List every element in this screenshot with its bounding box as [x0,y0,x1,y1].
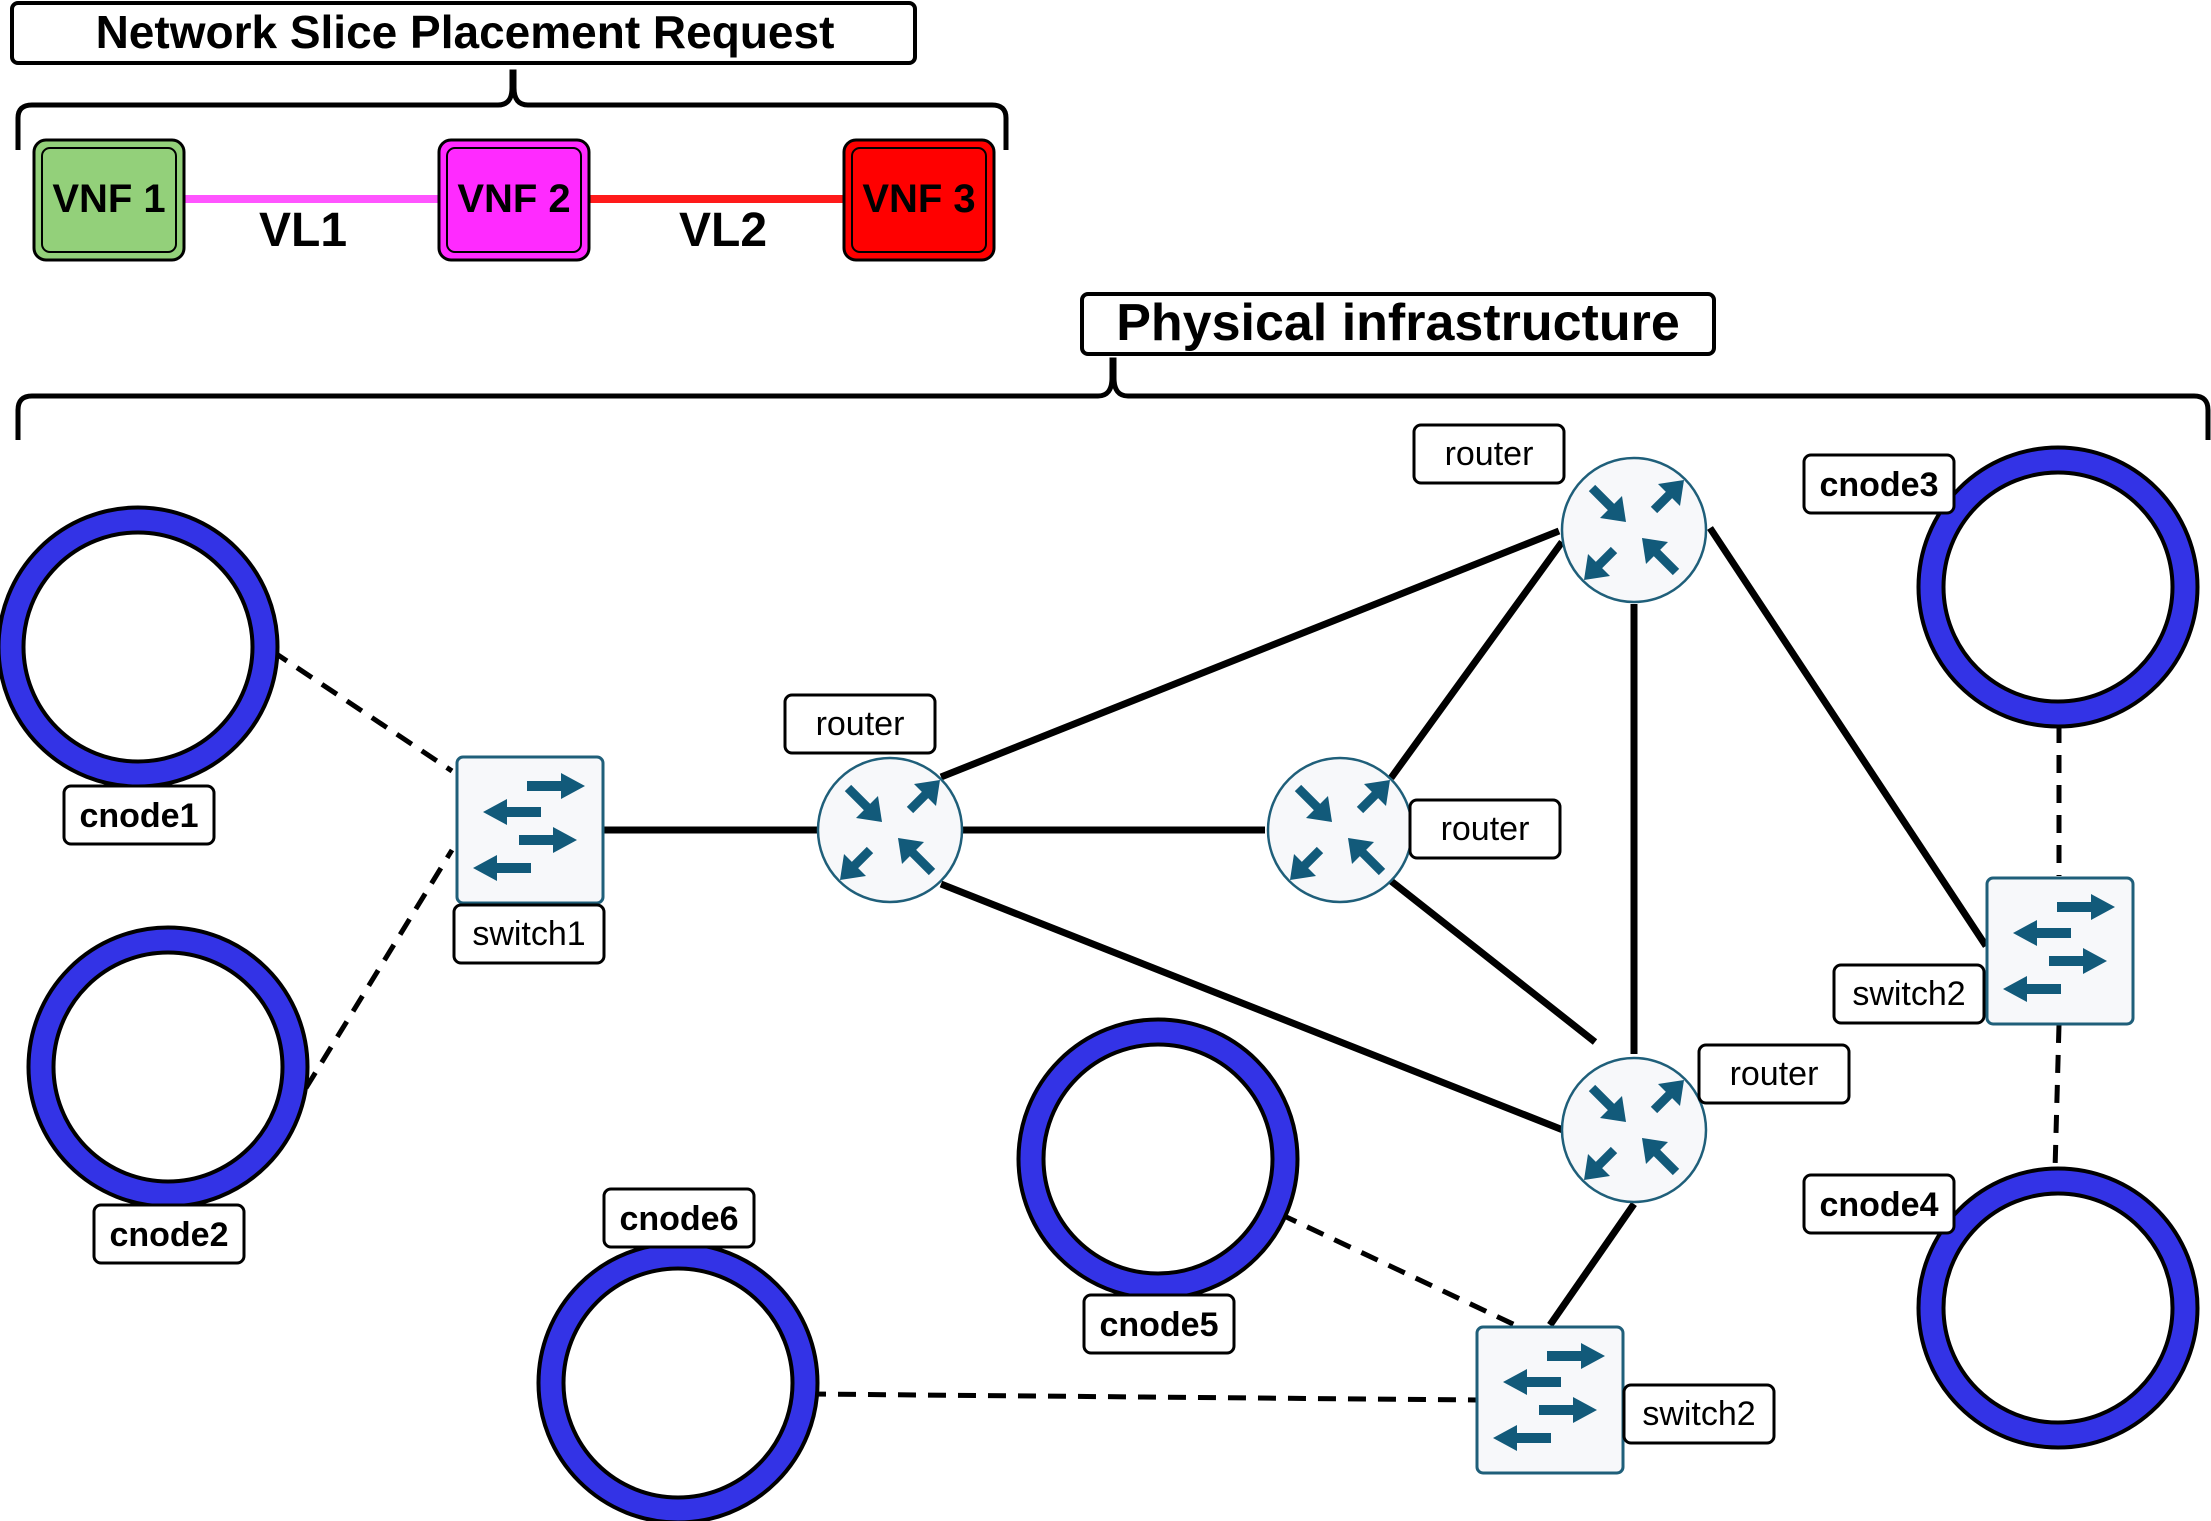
router-labels: router router router router [783,423,1851,1105]
router2-icon [1268,758,1412,902]
link-cnode1-switch1 [270,648,454,774]
cnode3-node [1916,445,2200,729]
link-cnode6-switch3 [807,1391,1479,1403]
solid-links [602,526,1989,1327]
switch1-icon [455,755,605,905]
router4-label: router [1730,1055,1819,1093]
link-cnode2-switch1 [303,848,455,1090]
cnode-labels: cnode1 cnode2 cnode3 cnode4 cnode5 cnode… [62,453,1956,1355]
cnode2-label: cnode2 [109,1216,228,1254]
infrastructure-section: Physical infrastructure [0,292,2211,1521]
cnode2-node [26,925,310,1209]
router3-label: router [1445,435,1534,473]
cnode5-node [1016,1017,1300,1301]
infrastructure-brace [15,357,2211,440]
router1-label: router [816,705,905,743]
vnf1-label: VNF 1 [52,177,165,221]
infrastructure-title-box [1080,292,1716,356]
switch3-icon [1475,1325,1625,1475]
cnodes [0,445,2200,1521]
cnode3-label: cnode3 [1819,466,1938,504]
dashed-links [270,648,2062,1403]
link-router3-switch2 [1707,526,1989,948]
cnode4-label: cnode4 [1819,1186,1938,1224]
link-router4-switch3 [1547,1202,1637,1327]
cnode4-node [1916,1166,2200,1450]
switch-labels: switch1 switch2 switch2 [452,903,1986,1445]
vnf3-node: VNF 3 [842,138,996,262]
switch1-label: switch1 [472,915,585,953]
link-router2-router3 [1388,539,1565,781]
vnf2-label: VNF 2 [457,177,570,221]
request-title: Network Slice Placement Request [96,6,835,58]
cnode5-label: cnode5 [1099,1306,1218,1344]
request-section: Network Slice Placement Request VL1 VL2 … [10,1,1009,262]
switch2-label: switch2 [1852,975,1965,1013]
router1-icon [818,758,962,902]
cnode6-node [536,1241,820,1521]
request-brace [15,69,1009,150]
router4-icon [1562,1058,1706,1202]
router3-icon [1562,458,1706,602]
cnode1-node [0,505,280,789]
router2-label: router [1441,810,1530,848]
request-title-box [10,1,917,65]
link-router2-router4 [1388,878,1598,1045]
infrastructure-title: Physical infrastructure [1116,294,1680,352]
link-cnode5-switch3 [1278,1211,1517,1328]
link-router1-router3 [939,527,1561,781]
cnode6-label: cnode6 [619,1200,738,1238]
switch2-icon [1985,876,2135,1026]
vnf1-node: VNF 1 [32,138,186,262]
cnode1-label: cnode1 [79,797,198,835]
vnf3-label: VNF 3 [862,177,975,221]
vl1-label: VL1 [259,204,347,257]
switch3-label: switch2 [1642,1395,1755,1433]
link-router1-router4 [939,880,1565,1134]
vl2-label: VL2 [679,204,767,257]
vnf2-node: VNF 2 [437,138,591,262]
link-switch2-cnode4 [2052,1024,2062,1171]
